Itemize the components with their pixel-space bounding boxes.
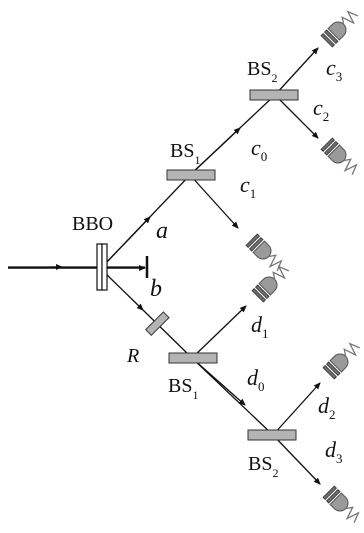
mode-label-c1: c1 <box>240 172 256 201</box>
beam-label-b: b <box>150 276 162 302</box>
bs1-upper-label: BS1 <box>170 140 200 167</box>
bbo-label: BBO <box>72 213 113 235</box>
detector-c2 <box>320 137 362 179</box>
beam-bs2-to-c3 <box>274 47 319 96</box>
beam-bs1-to-d1 <box>191 305 247 359</box>
bs2-lower-label: BS2 <box>248 453 278 480</box>
mode-label-c2: c2 <box>313 95 329 124</box>
beam-bs2-to-d2 <box>272 382 321 436</box>
mode-label-d0: d0 <box>247 365 265 394</box>
beam-bbo-to-rotator <box>103 271 144 311</box>
mode-label-d1: d1 <box>251 312 269 341</box>
detector-c3 <box>320 6 362 48</box>
beam-splitter-bs2-upper <box>249 89 299 101</box>
beam-splitter-bs1-upper <box>166 169 216 181</box>
detector-d2 <box>322 338 364 380</box>
bs1-lower-label: BS1 <box>168 375 198 402</box>
pump-beam <box>8 264 146 271</box>
beam-bs2-to-d3 <box>272 434 321 485</box>
beam-label-a: a <box>156 218 168 244</box>
beam-bs1-to-bs2-lower <box>191 357 274 436</box>
mode-label-d2: d2 <box>318 393 336 422</box>
arrow-c0 <box>189 127 241 176</box>
beam-splitter-bs1-lower <box>168 352 218 364</box>
arrow-a <box>103 216 151 266</box>
bbo-crystal <box>96 243 108 291</box>
detector-d1 <box>251 261 293 303</box>
rotator-label: R <box>126 345 139 367</box>
mode-label-c0: c0 <box>251 135 267 164</box>
beam-splitter-bs2-lower <box>247 429 297 441</box>
detector-d3 <box>322 485 364 527</box>
bs2-upper-label: BS2 <box>247 58 277 85</box>
mode-label-d3: d3 <box>325 437 343 466</box>
beam-bs2-to-c2 <box>274 94 319 139</box>
beam-bs1-to-c1 <box>189 174 239 229</box>
rotator-plate <box>144 311 170 337</box>
mode-label-c3: c3 <box>326 55 342 84</box>
beam-rotator-to-bs1-lower <box>142 309 193 359</box>
